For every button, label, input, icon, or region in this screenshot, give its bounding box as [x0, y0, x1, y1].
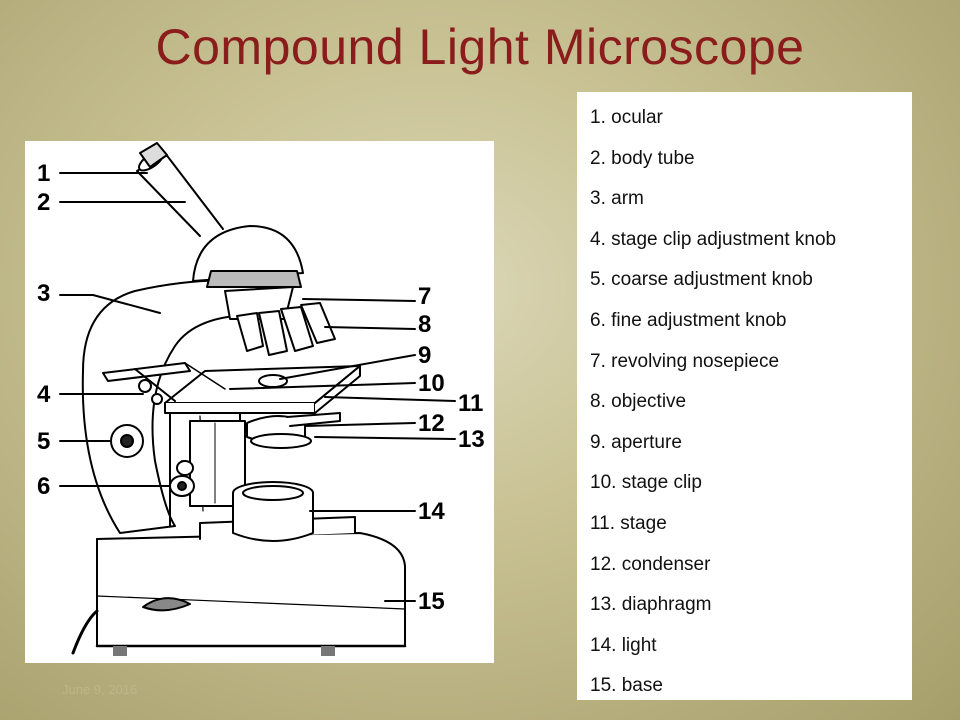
part-item-ocular: 1. ocular	[590, 107, 663, 128]
part-item-base: 15. base	[590, 675, 663, 697]
part-item-stage: 11. stage	[590, 512, 667, 534]
part-item-objective: 8. objective	[590, 391, 687, 413]
callout-5: 5	[37, 428, 50, 455]
head-shape	[192, 225, 304, 282]
part-item-light: 14. light	[590, 634, 657, 656]
callout-9: 9	[418, 342, 431, 369]
callout-4: 4	[37, 381, 51, 408]
part-item-aperture: 9. aperture	[590, 431, 682, 453]
footer-date: June 9, 2016	[62, 682, 138, 697]
callout-10: 10	[418, 370, 445, 397]
callout-15: 15	[418, 588, 445, 615]
part-item-stage-clip-adjustment-knob: 4. stage clip adjustment knob	[590, 228, 837, 250]
callout-13: 13	[458, 426, 485, 453]
callout-14: 14	[418, 498, 445, 525]
part-item-coarse-adjustment-knob: 5. coarse adjustment knob	[590, 269, 813, 291]
part-item-stage-clip: 10. stage clip	[590, 472, 702, 494]
part-item-arm: 3. arm	[590, 188, 644, 210]
parts-list: 1. ocular 2. body tube 3. arm 4. stage c…	[577, 92, 912, 707]
callout-1: 1	[37, 160, 50, 187]
parts-legend: 1. ocular 2. body tube 3. arm 4. stage c…	[577, 92, 912, 700]
callout-7: 7	[418, 283, 431, 310]
part-item-body-tube: 2. body tube	[590, 147, 695, 169]
callout-6: 6	[37, 473, 50, 500]
callout-12: 12	[418, 410, 445, 437]
part-item-diaphragm: 13. diaphragm	[590, 594, 712, 616]
stage-clip-shape	[102, 362, 191, 382]
slide-title: Compound Light Microscope	[155, 19, 805, 75]
part-item-revolving-nosepiece: 7. revolving nosepiece	[590, 350, 780, 372]
callout-8: 8	[418, 311, 431, 338]
objective-shape	[236, 312, 264, 352]
callout-2: 2	[37, 189, 50, 216]
base-shape	[96, 532, 406, 647]
microscope-diagram: 1 2 3 4 5 6 7 8 9 10 11 12 13 14 15	[25, 141, 494, 663]
callout-11: 11	[458, 390, 483, 417]
callout-3: 3	[37, 280, 50, 307]
microscope-drawing: 1 2 3 4 5 6 7 8 9 10 11 12 13 14 15	[37, 142, 485, 656]
part-item-fine-adjustment-knob: 6. fine adjustment knob	[590, 309, 787, 331]
part-item-condenser: 12. condenser	[590, 553, 711, 575]
